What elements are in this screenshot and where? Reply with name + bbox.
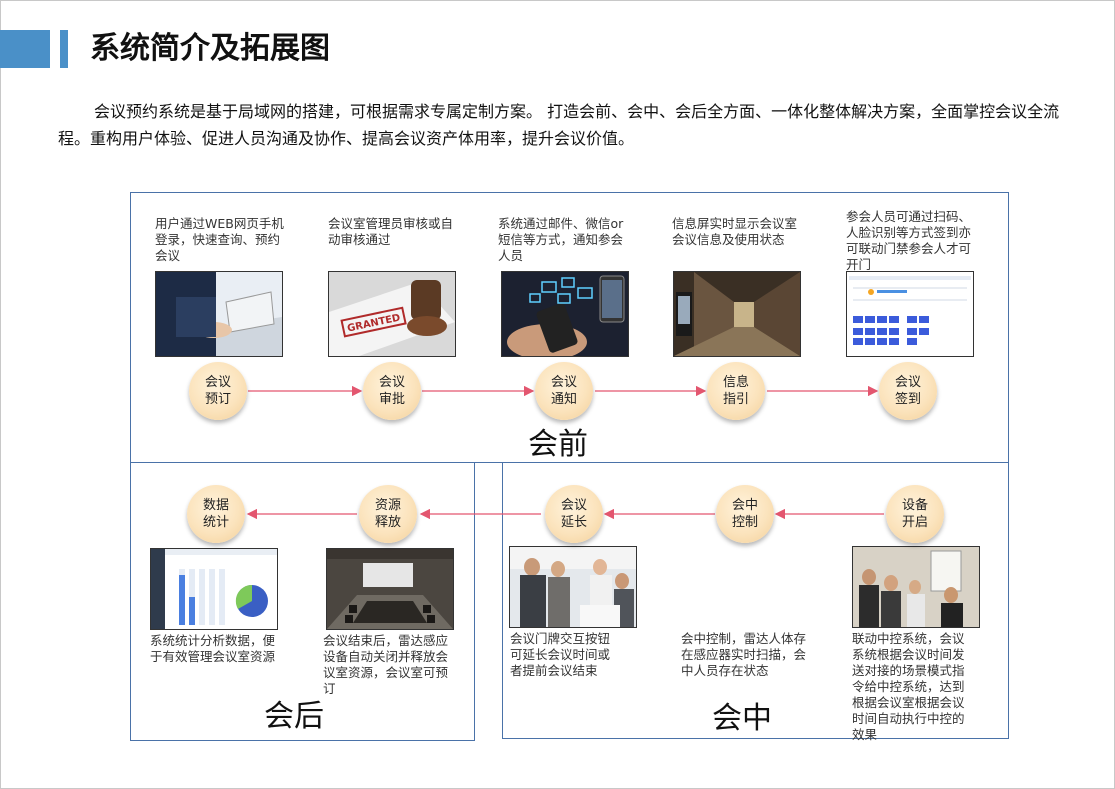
node-booking: 会议 预订 [189,362,247,420]
node-signin: 会议 签到 [879,362,937,420]
photo-corridor-screen [673,271,801,357]
node-notify: 会议 通知 [535,362,593,420]
photo-laptop-booking [155,271,283,357]
node-guide: 信息 指引 [707,362,765,420]
node-release: 资源 释放 [359,485,417,543]
desc-approval: 会议室管理员审核或自动审核通过 [328,216,454,247]
stage-label-after: 会后 [264,699,324,734]
panel-after-meeting [130,462,475,741]
stage-label-during: 会中 [712,701,772,736]
node-stats: 数据 统计 [187,485,245,543]
title-accent-stripe [60,30,68,68]
desc-device-on: 联动中控系统，会议系统根据会议时间发送对接的场景模式指令给中控系统，达到根据会议… [852,631,965,742]
node-approval: 会议 审批 [363,362,421,420]
page-title: 系统简介及拓展图 [90,31,330,66]
intro-paragraph: 会议预约系统是基于局域网的搭建，可根据需求专属定制方案。 打造会前、会中、会后全… [58,102,1060,148]
desc-booking: 用户通过WEB网页手机登录，快速查询、预约会议 [155,216,284,263]
node-control: 会中 控制 [716,485,774,543]
photo-meeting-room [326,548,454,630]
desc-control: 会中控制，雷达人体存在感应器实时扫描，会中人员存在状态 [681,631,807,678]
node-device-on: 设备 开启 [886,485,944,543]
photo-presentation [852,546,980,628]
desc-extend: 会议门牌交互按钮可延长会议时间或者提前会议结束 [510,631,611,678]
desc-notify: 系统通过邮件、微信or短信等方式，通知参会人员 [498,216,624,263]
photo-phone-notify [501,271,629,357]
node-extend: 会议 延长 [545,485,603,543]
title-accent-block [0,30,50,68]
photo-stats-dashboard [150,548,278,630]
desc-guide: 信息屏实时显示会议室会议信息及使用状态 [672,216,798,247]
stage-label-before: 会前 [528,427,588,462]
desc-stats: 系统统计分析数据，便于有效管理会议室资源 [150,633,276,664]
photo-door-panel-people [509,546,637,628]
desc-release: 会议结束后，雷达感应设备自动关闭并释放会议室资源，会议室可预订 [323,633,449,696]
photo-granted-stamp: GRANTED [328,271,456,357]
photo-signin-dashboard [846,271,974,357]
panel-during-meeting [502,462,1009,739]
desc-signin: 参会人员可通过扫码、人脸识别等方式签到亦可联动门禁参会人才可开门 [846,209,972,272]
